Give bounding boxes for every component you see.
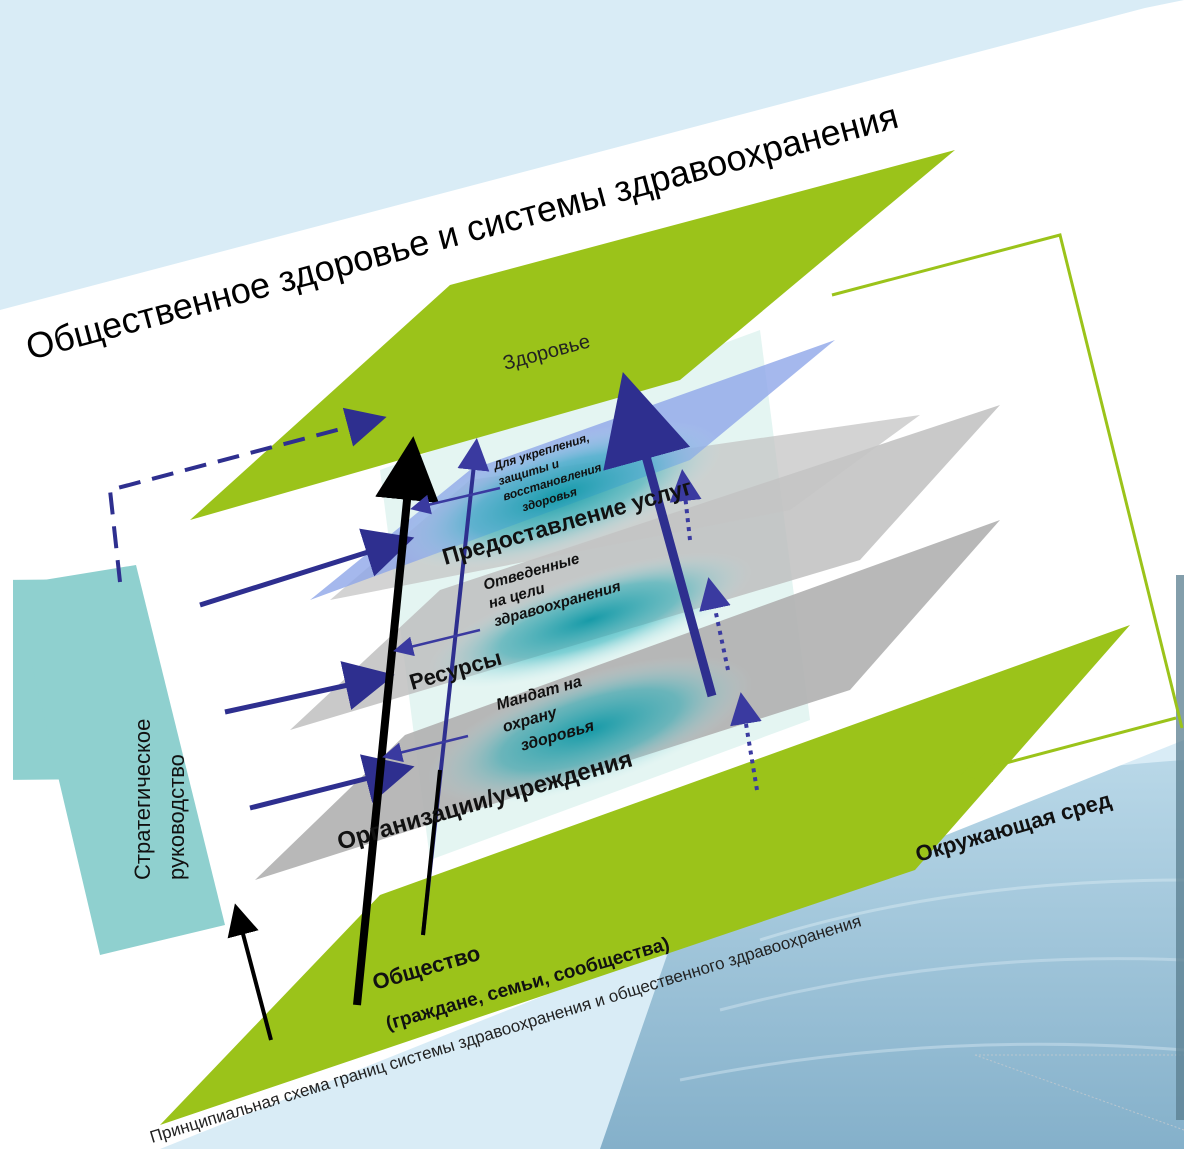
governance-box [13,565,225,955]
environment-arrow [960,716,1177,782]
resources-glow [427,552,753,688]
society-layer [160,625,1130,1125]
svg-text:Стратегическое: Стратегическое [130,719,155,880]
governance-arrow-organizations [249,754,415,811]
strengthen-pointer [410,486,501,515]
environment-bracket-top [831,233,1184,729]
dotted-arrow-organizations [730,692,762,791]
organizations-glow [427,655,753,805]
governance-arrow-resources [224,661,395,715]
dotted-arrow-resources [699,577,731,671]
mandate-pointer [382,734,469,763]
allocated-pointer [393,628,481,657]
dotted-arrow-services [669,469,702,541]
society-black-segment [421,769,442,936]
society-to-governance-arrow [227,903,273,1041]
edge-line [974,1054,1184,1131]
governance-arrow-services [199,528,415,608]
organizations-to-health-arrow [603,371,717,698]
svg-text:руководство: руководство [164,754,189,880]
governance-feedback-dashed-arrow [107,407,387,583]
society-to-health-arrow [353,436,439,1006]
governance-label: Стратегическое руководство [130,719,189,880]
right-edge-strip [1176,575,1184,1120]
